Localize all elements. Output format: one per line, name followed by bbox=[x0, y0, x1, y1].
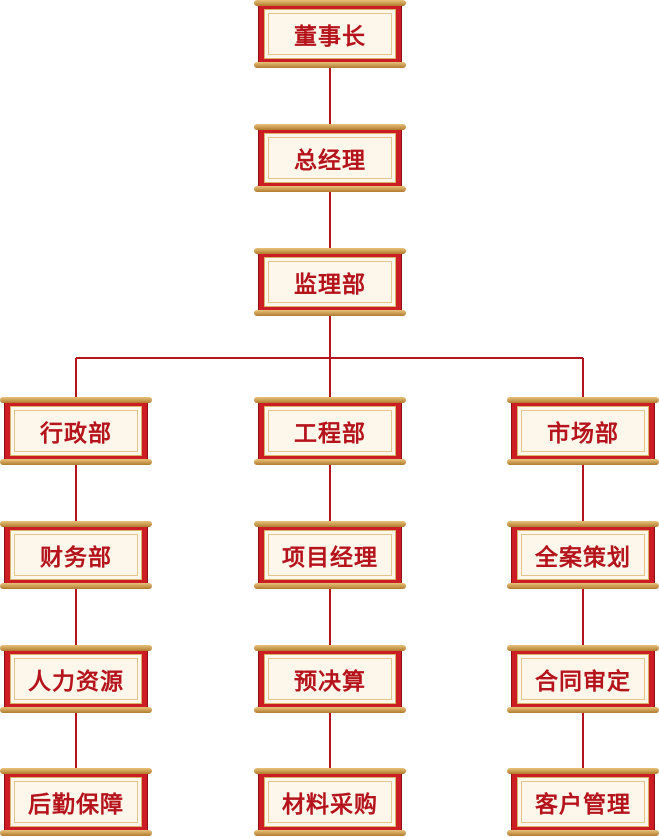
node-market: 市场部 bbox=[507, 397, 659, 465]
scroll-rod bbox=[507, 707, 659, 713]
scroll-rod bbox=[254, 397, 406, 403]
node-engineering: 工程部 bbox=[254, 397, 406, 465]
scroll-rod bbox=[254, 310, 406, 316]
node-admin: 行政部 bbox=[0, 397, 152, 465]
scroll-rod bbox=[254, 645, 406, 651]
node-label: 工程部 bbox=[294, 420, 366, 447]
node-hr: 人力资源 bbox=[0, 645, 152, 713]
scroll-rod bbox=[507, 768, 659, 774]
node-label: 后勤保障 bbox=[28, 791, 124, 818]
scroll-rod bbox=[0, 830, 152, 836]
node-supervision: 监理部 bbox=[254, 248, 406, 316]
node-label: 合同审定 bbox=[535, 668, 631, 695]
scroll-rod bbox=[507, 397, 659, 403]
node-label: 全案策划 bbox=[535, 544, 631, 571]
scroll-rod bbox=[0, 521, 152, 527]
node-label: 项目经理 bbox=[282, 544, 378, 571]
node-label: 总经理 bbox=[294, 147, 366, 174]
scroll-rod bbox=[254, 521, 406, 527]
node-chairman: 董事长 bbox=[254, 0, 406, 68]
scroll-rod bbox=[0, 707, 152, 713]
scroll-rod bbox=[254, 124, 406, 130]
scroll-rod bbox=[0, 397, 152, 403]
node-label: 董事长 bbox=[294, 23, 366, 50]
scroll-rod bbox=[507, 583, 659, 589]
scroll-rod bbox=[254, 248, 406, 254]
scroll-rod bbox=[0, 768, 152, 774]
scroll-rod bbox=[0, 583, 152, 589]
node-planning: 全案策划 bbox=[507, 521, 659, 589]
node-project-manager: 项目经理 bbox=[254, 521, 406, 589]
node-label: 行政部 bbox=[40, 420, 112, 447]
scroll-rod bbox=[507, 830, 659, 836]
node-purchasing: 材料采购 bbox=[254, 768, 406, 836]
scroll-rod bbox=[254, 0, 406, 6]
scroll-rod bbox=[254, 830, 406, 836]
scroll-rod bbox=[507, 521, 659, 527]
scroll-rod bbox=[254, 583, 406, 589]
node-budget: 预决算 bbox=[254, 645, 406, 713]
scroll-rod bbox=[254, 707, 406, 713]
scroll-rod bbox=[254, 186, 406, 192]
scroll-rod bbox=[254, 768, 406, 774]
node-contract-review: 合同审定 bbox=[507, 645, 659, 713]
node-customer-mgmt: 客户管理 bbox=[507, 768, 659, 836]
node-label: 人力资源 bbox=[28, 668, 124, 695]
node-general-manager: 总经理 bbox=[254, 124, 406, 192]
node-label: 预决算 bbox=[294, 668, 366, 695]
scroll-rod bbox=[0, 645, 152, 651]
node-label: 市场部 bbox=[547, 420, 619, 447]
node-label: 材料采购 bbox=[282, 791, 378, 818]
node-label: 监理部 bbox=[294, 271, 366, 298]
node-logistics: 后勤保障 bbox=[0, 768, 152, 836]
scroll-rod bbox=[0, 459, 152, 465]
node-finance: 财务部 bbox=[0, 521, 152, 589]
scroll-rod bbox=[254, 459, 406, 465]
node-label: 财务部 bbox=[40, 544, 112, 571]
scroll-rod bbox=[254, 62, 406, 68]
node-label: 客户管理 bbox=[535, 791, 631, 818]
scroll-rod bbox=[507, 459, 659, 465]
scroll-rod bbox=[507, 645, 659, 651]
